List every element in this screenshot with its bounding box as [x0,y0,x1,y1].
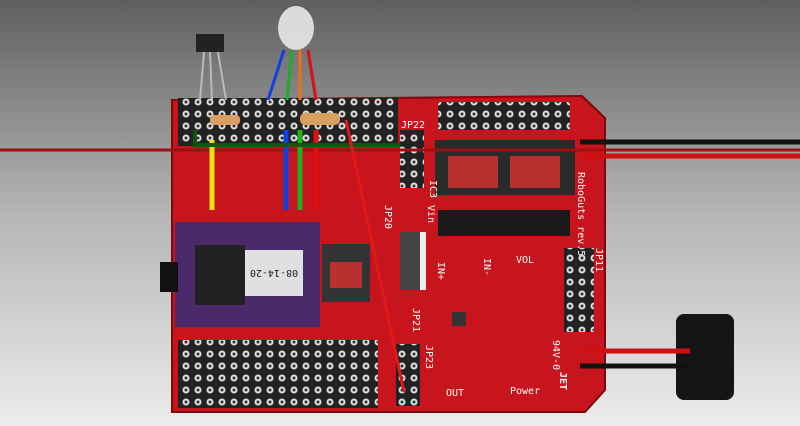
header-top [438,102,570,130]
label-jp20: JP20 [382,205,393,229]
header-jp22 [400,130,424,188]
label-jp23: JP23 [423,345,434,369]
transistor [196,34,224,52]
chip-date: 08-14-20 [250,267,298,278]
label-vin: Vin [425,205,436,223]
rgb-led [278,6,314,50]
label-power: Power [510,386,540,397]
header-jp11 [564,248,594,332]
label-ic3: IC3 [427,180,438,198]
label-out: OUT [446,388,464,399]
power-switch[interactable] [676,314,734,400]
label-jp11: JP11 [593,248,604,272]
label-vol: VOL [516,255,534,266]
label-in-plus: IN+ [435,262,446,280]
label-rating: 94V-0 [550,340,561,370]
board-name: RoboGuts rev.5 [575,172,586,256]
jumper-row [438,210,570,236]
label-jet: JET [557,372,568,390]
proto-area-bottom [178,340,378,408]
label-jp22: JP22 [401,120,425,131]
label-in-minus: IN- [481,258,492,276]
label-jp21: JP21 [410,308,421,332]
